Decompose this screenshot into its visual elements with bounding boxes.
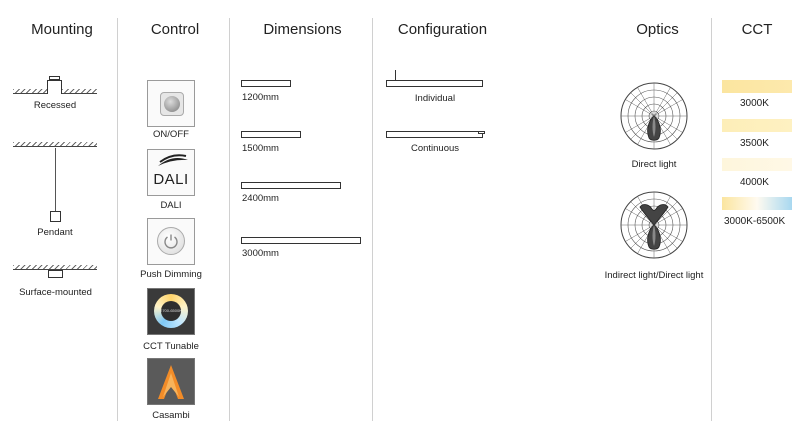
recessed-ceiling xyxy=(13,89,47,94)
control-push-label: Push Dimming xyxy=(140,269,202,280)
config-continuous-label: Continuous xyxy=(410,143,460,154)
cct-tunable-icon: 2700-6500K xyxy=(147,288,195,335)
config-continuous-bar xyxy=(386,131,483,138)
bar-3000mm xyxy=(241,237,361,244)
dimension-1500mm-label: 1500mm xyxy=(242,143,279,154)
mounting-surface-label: Surface-mounted xyxy=(19,287,92,298)
push-dimming-icon xyxy=(147,218,195,265)
individual-hanger xyxy=(395,70,396,81)
column-divider xyxy=(117,18,118,421)
header-dimensions: Dimensions xyxy=(263,21,342,38)
recessed-ceiling xyxy=(62,89,97,94)
config-individual-label: Individual xyxy=(414,93,456,104)
cct-3000k-swatch xyxy=(722,80,792,93)
power-icon xyxy=(164,234,178,249)
dimension-2400mm-label: 2400mm xyxy=(242,193,279,204)
cct-tunable-icon-text: 2700-6500K xyxy=(160,308,182,313)
header-mounting: Mounting xyxy=(31,21,93,38)
header-cct: CCT xyxy=(741,21,773,38)
cct-4000k-swatch xyxy=(722,158,792,171)
header-optics: Optics xyxy=(636,21,679,38)
cct-3000k-label: 3000K xyxy=(740,98,769,109)
pendant-ceiling xyxy=(13,142,97,147)
mounting-recessed-label: Recessed xyxy=(33,100,77,111)
continuous-joint xyxy=(478,131,485,134)
dimension-1200mm-label: 1200mm xyxy=(242,92,279,103)
casambi-logo-icon xyxy=(147,358,195,405)
indirect-direct-light-polar-icon xyxy=(620,191,688,259)
dali-logo-text: DALI xyxy=(153,171,189,188)
dimension-3000mm-label: 3000mm xyxy=(242,248,279,259)
cct-4000k-label: 4000K xyxy=(740,177,769,188)
bar-1200mm xyxy=(241,80,291,87)
optics-indirect-direct-label: Indirect light/Direct light xyxy=(604,270,704,281)
column-divider xyxy=(711,18,712,421)
pendant-cable xyxy=(55,148,56,212)
config-individual-bar xyxy=(386,80,483,87)
control-onoff-label: ON/OFF xyxy=(153,129,189,140)
bar-1500mm xyxy=(241,131,301,138)
column-divider xyxy=(229,18,230,421)
recessed-fixture-top xyxy=(49,76,60,80)
cct-3000k-6500k-swatch xyxy=(722,197,792,210)
surface-fixture xyxy=(48,270,63,278)
recessed-fixture xyxy=(47,80,62,94)
control-dali-label: DALI xyxy=(160,200,182,211)
optics-direct-label: Direct light xyxy=(631,159,677,170)
onoff-switch-icon xyxy=(147,80,195,127)
bar-2400mm xyxy=(241,182,341,189)
surface-ceiling xyxy=(13,265,97,270)
mounting-pendant-label: Pendant xyxy=(37,227,73,238)
cct-3000k-6500k-label: 3000K-6500K xyxy=(724,216,786,227)
control-casambi-label: Casambi xyxy=(152,410,190,421)
cct-3500k-swatch xyxy=(722,119,792,132)
direct-light-polar-icon xyxy=(620,82,688,150)
header-control: Control xyxy=(150,21,200,38)
control-cct-tunable-label: CCT Tunable xyxy=(143,341,199,352)
dali-logo-icon: DALI xyxy=(147,149,195,196)
header-configuration: Configuration xyxy=(397,21,488,38)
pendant-fixture xyxy=(50,211,61,222)
column-divider xyxy=(372,18,373,421)
cct-3500k-label: 3500K xyxy=(740,138,769,149)
